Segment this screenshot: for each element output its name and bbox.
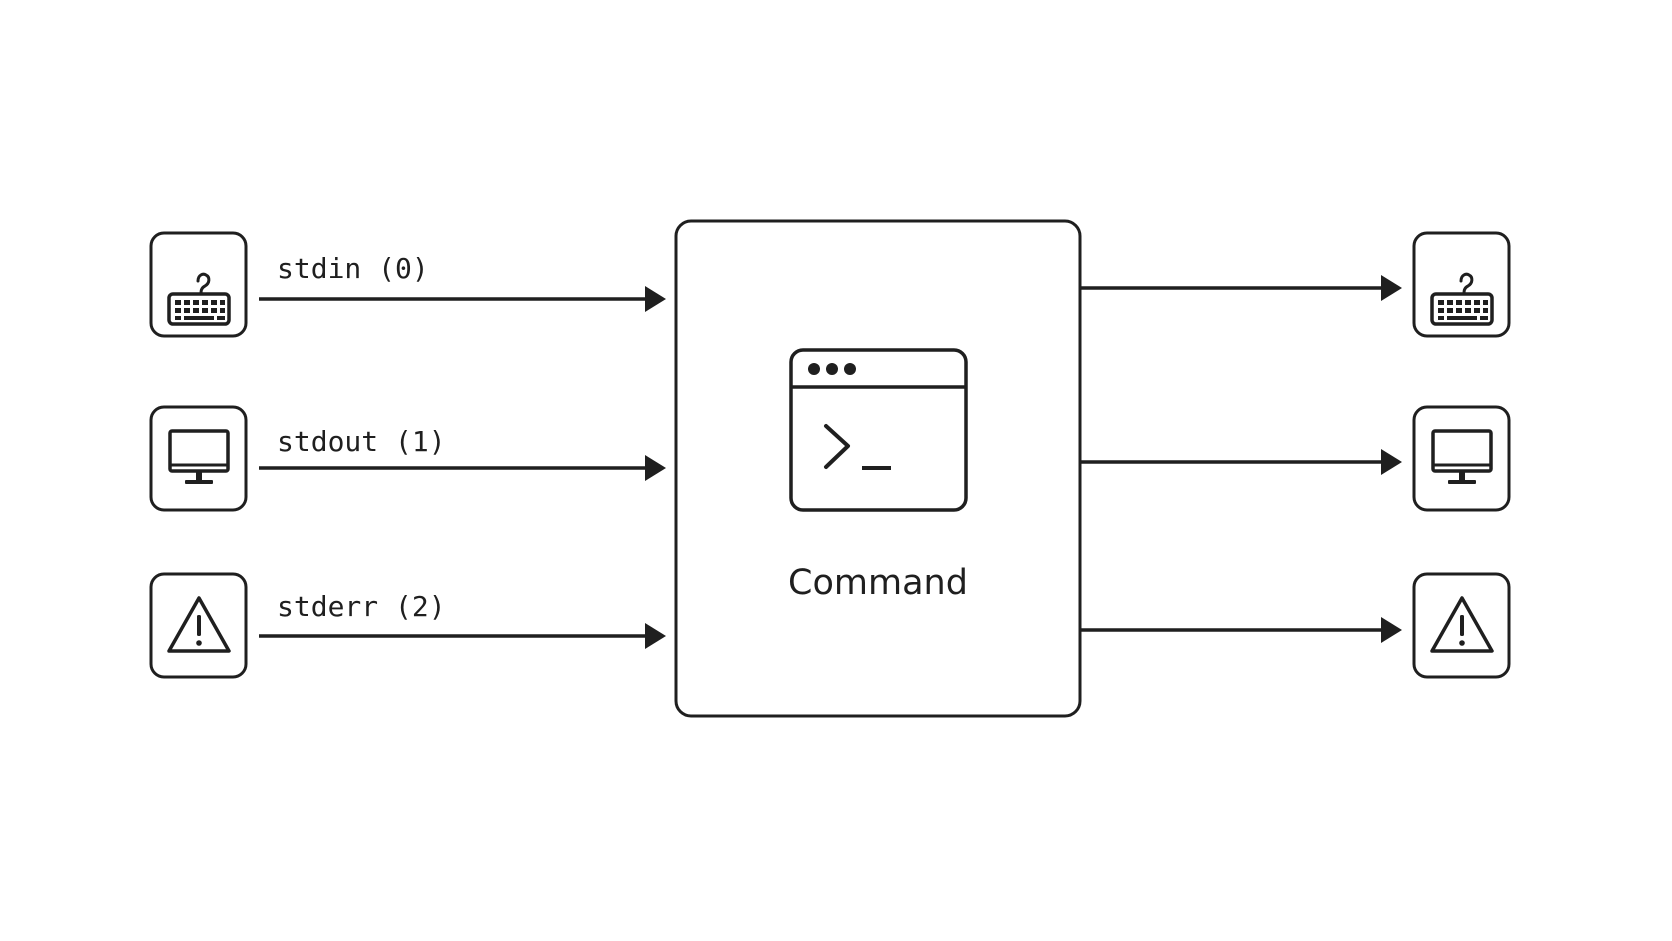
stdout-input-arrow [259, 455, 666, 481]
stderr-output-arrow [1080, 617, 1402, 643]
stdout-label: stdout (1) [277, 425, 446, 458]
right-stderr-box [1412, 572, 1511, 679]
terminal-window-icon [789, 348, 968, 512]
stderr-label: stderr (2) [277, 590, 446, 623]
right-stdin-box [1412, 231, 1511, 338]
stdout-output-arrow [1080, 449, 1402, 475]
stdin-label: stdin (0) [277, 252, 429, 285]
left-stdin-box [149, 231, 248, 338]
stdin-output-arrow [1080, 275, 1402, 301]
right-stdout-box [1412, 405, 1511, 512]
stderr-input-arrow [259, 623, 666, 649]
left-stdout-box [149, 405, 248, 512]
stdin-input-arrow [259, 286, 666, 312]
command-label: Command [788, 563, 968, 603]
left-stderr-box [149, 572, 248, 679]
